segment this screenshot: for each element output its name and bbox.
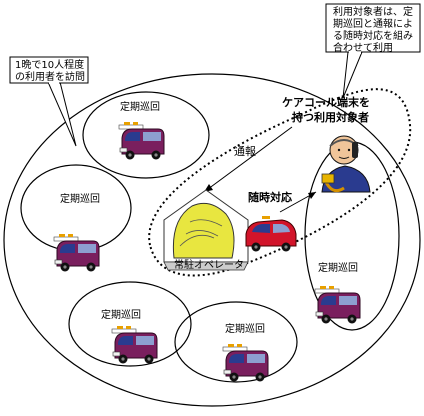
callout-left: 1晩で10人程度 の利用者を訪問 [9,56,89,147]
patrol-label-2: 定期巡回 [60,192,100,205]
target-user-group [148,88,412,277]
patrol-label-1: 定期巡回 [120,100,160,113]
report-label: 通報 [234,145,256,158]
patrol-van-icon-4 [222,343,269,382]
patrol-van-icon-1 [118,121,165,160]
callout-right-line3: る随時対応を組み [333,29,413,42]
operator-label: 常駐オペレータ [174,258,244,271]
response-car-icon [245,216,297,252]
target-user-line1: ケアコール端末を [282,95,370,109]
patrol-loop-3 [68,281,192,367]
operator-station-icon [163,189,249,271]
patrol-van-icon-3 [111,325,158,364]
target-user-line2: 持つ利用対象者 [292,110,369,124]
callout-left-line2: の利用者を訪問 [15,70,85,83]
patrol-van-icon-5 [314,285,361,324]
callout-right: 利用対象者は、定 期巡回と通報によ る随時対応を組み 合わせて利用 [325,3,421,99]
patrol-label-4: 定期巡回 [225,322,265,335]
callout-right-line4: 合わせて利用 [333,41,393,54]
patrol-van-icon-2 [53,233,100,272]
patrol-loop-4 [174,301,298,383]
patrol-label-3: 定期巡回 [101,308,141,321]
callout-right-line2: 期巡回と通報によ [333,18,413,30]
service-area [3,73,421,407]
user-phone-icon [321,135,371,193]
patrol-loop-1 [82,91,210,179]
adhoc-label: 随時対応 [248,190,292,204]
callout-right-line1: 利用対象者は、定 [333,5,413,18]
callout-left-line1: 1晩で10人程度 [15,58,84,71]
patrol-label-5: 定期巡回 [318,261,358,274]
